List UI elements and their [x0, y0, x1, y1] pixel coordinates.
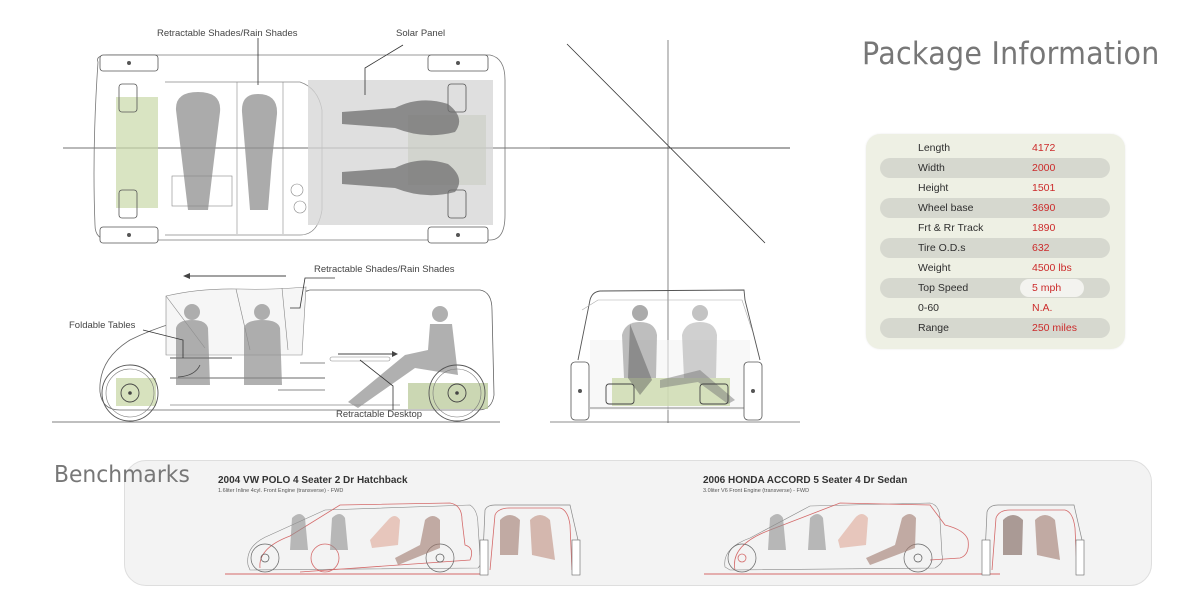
- spec-value: 250 miles: [1032, 322, 1077, 334]
- spec-row-top-speed: Top Speed 5 mph: [880, 278, 1110, 298]
- benchmark-subheading: 3.0liter V6 Front Engine (transverse) - …: [703, 488, 810, 494]
- callout-shades-top: Retractable Shades/Rain Shades: [157, 28, 298, 39]
- spec-table: Length 4172 Width 2000 Height 1501 Wheel…: [866, 134, 1125, 349]
- spec-label: 0-60: [918, 302, 940, 314]
- spec-value: 2000: [1032, 162, 1056, 174]
- spec-label: Frt & Rr Track: [918, 222, 984, 234]
- spec-label: Weight: [918, 262, 951, 274]
- callout-foldable-tables: Foldable Tables: [69, 320, 136, 331]
- spec-label: Top Speed: [918, 282, 969, 294]
- callout-shades-side: Retractable Shades/Rain Shades: [314, 264, 455, 275]
- spec-row-wheel-base: Wheel base 3690: [880, 198, 1110, 218]
- spec-row-tire-ods: Tire O.D.s 632: [880, 238, 1110, 258]
- spec-value: 1890: [1032, 222, 1056, 234]
- callout-retractable-desktop: Retractable Desktop: [336, 409, 423, 420]
- spec-row-height: Height 1501: [880, 178, 1110, 198]
- polo-side-overlay: [225, 502, 483, 575]
- spec-label: Width: [918, 162, 945, 174]
- spec-label: Length: [918, 142, 951, 154]
- spec-row-range: Range 250 miles: [880, 318, 1110, 338]
- spec-row-weight: Weight 4500 lbs: [880, 258, 1110, 278]
- spec-row-track: Frt & Rr Track 1890: [880, 218, 1110, 238]
- spec-label: Range: [918, 322, 949, 334]
- spec-label: Wheel base: [918, 202, 974, 214]
- spec-value-highlighted: 5 mph: [1020, 279, 1084, 297]
- spec-value: 4172: [1032, 142, 1056, 154]
- callout-solar-panel: Solar Panel: [396, 28, 446, 39]
- spec-label: Height: [918, 182, 949, 194]
- spec-row-length: Length 4172: [880, 138, 1110, 158]
- spec-value: 3690: [1032, 202, 1056, 214]
- spec-value: 4500 lbs: [1032, 262, 1072, 274]
- benchmark-subheading: 1.6liter Inline 4cyl. Front Engine (tran…: [218, 488, 344, 494]
- benchmark-heading: 2004 VW POLO 4 Seater 2 Dr Hatchback: [218, 475, 408, 486]
- spec-row-zero-to-sixty: 0-60 N.A.: [880, 298, 1110, 318]
- spec-value: N.A.: [1032, 302, 1053, 314]
- spec-value: 632: [1032, 242, 1050, 254]
- spec-label: Tire O.D.s: [918, 242, 966, 254]
- benchmark-heading: 2006 HONDA ACCORD 5 Seater 4 Dr Sedan: [703, 475, 908, 486]
- package-information-title: Package Information: [862, 36, 1160, 72]
- spec-value: 1501: [1032, 182, 1056, 194]
- accord-side-overlay: [704, 502, 1000, 575]
- benchmarks-title: Benchmarks: [54, 462, 190, 488]
- polo-front-overlay: [479, 504, 581, 576]
- spec-row-width: Width 2000: [880, 158, 1110, 178]
- accord-front-overlay: [981, 504, 1085, 576]
